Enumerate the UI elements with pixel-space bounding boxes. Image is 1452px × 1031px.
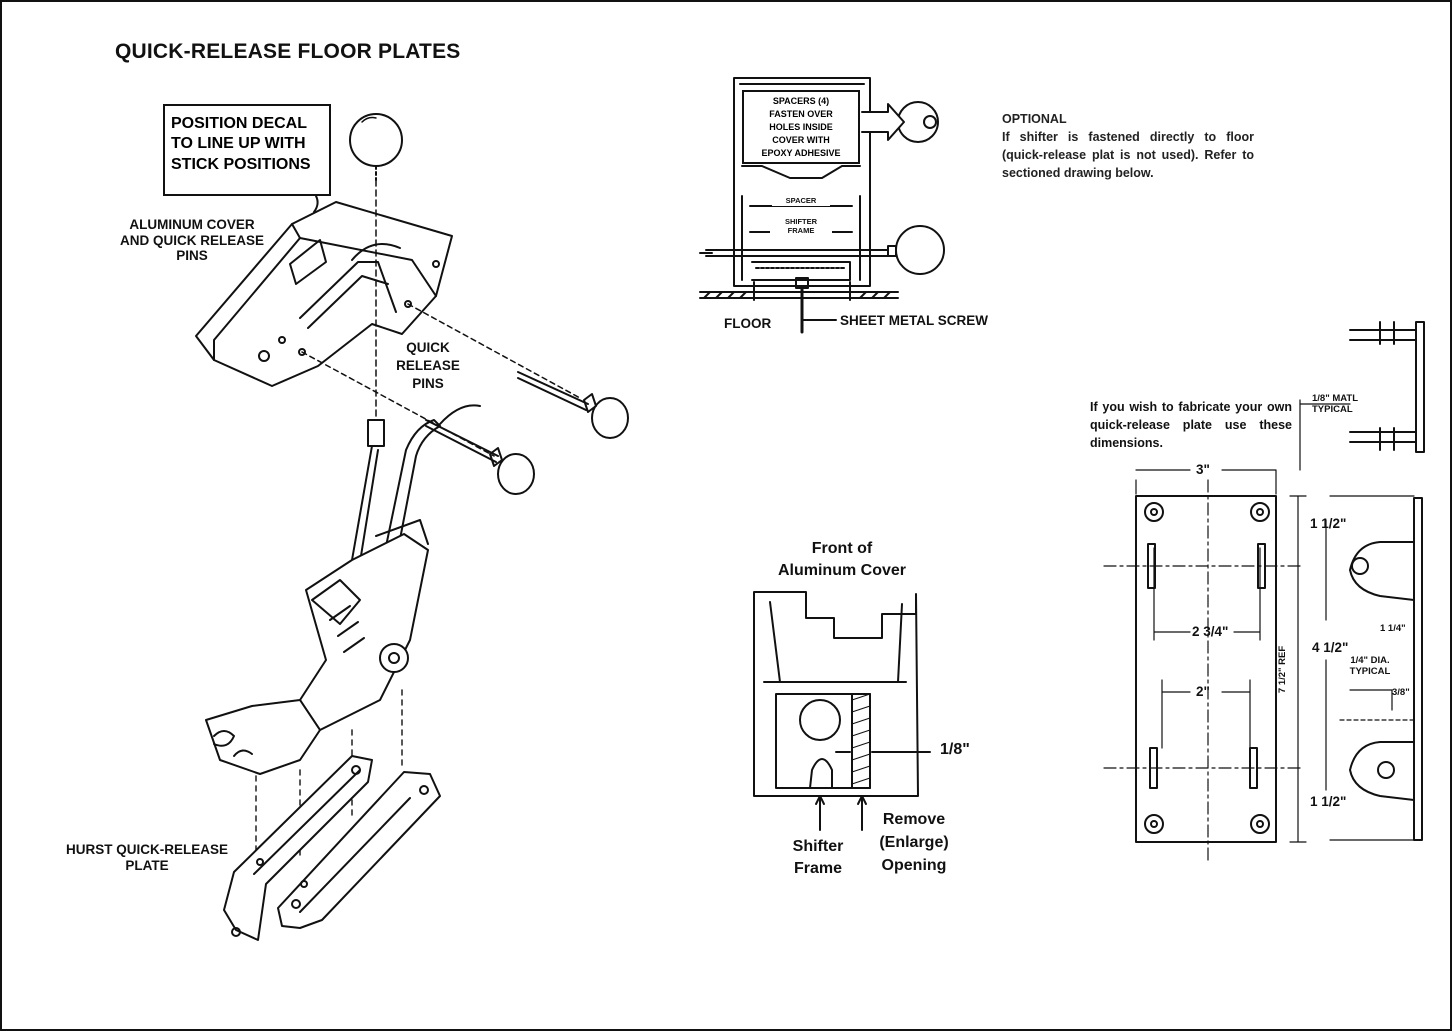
- dim-inner-width-lower: 2": [1196, 684, 1210, 699]
- hatch: [851, 693, 871, 785]
- center-lines: [1103, 479, 1301, 861]
- dim-overall-height: 7 1/2" REF: [1277, 645, 1289, 694]
- aluminum-cover: [195, 195, 453, 387]
- dim-hole-offset: 1 1/4": [1380, 623, 1406, 634]
- fabrication-note: If you wish to fabricate your own quick-…: [1090, 400, 1292, 451]
- optional-text: If shifter is fastened directly to floor…: [1002, 130, 1254, 181]
- quick-release-pin-lower: [301, 351, 535, 495]
- optional-heading: OPTIONAL: [1002, 112, 1067, 126]
- sheet-metal-screw-label: SHEET METAL SCREW: [840, 313, 989, 328]
- plate-top-view: [1103, 469, 1327, 861]
- dim-bottom-offset: 1 1/2": [1310, 794, 1347, 809]
- quick-release-pins-label: QUICK RELEASE PINS: [396, 340, 460, 391]
- spacer-label: SPACER: [772, 196, 830, 206]
- position-decal-callout: POSITION DECAL TO LINE UP WITH STICK POS…: [163, 104, 331, 196]
- hurst-quick-release-plate: [223, 755, 441, 941]
- spacers-note-box: SPACERS (4) FASTEN OVER HOLES INSIDE COV…: [742, 90, 860, 164]
- shifter-frame-label: Shifter Frame: [792, 838, 844, 878]
- dim-middle-span: 4 1/2": [1312, 640, 1349, 655]
- remove-opening-label: Remove (Enlarge) Opening: [879, 811, 949, 875]
- dim-top-offset: 1 1/2": [1310, 516, 1347, 531]
- dim-inner-width: 2 3/4": [1192, 624, 1229, 639]
- shifter-frame-section-label: SHIFTER FRAME: [770, 217, 832, 236]
- shifter-knob: [349, 113, 403, 181]
- spacers-note-text: SPACERS (4) FASTEN OVER HOLES INSIDE COV…: [761, 96, 841, 159]
- dim-small: 3/8": [1392, 687, 1410, 698]
- gap-dimension: 1/8": [940, 741, 970, 758]
- floor-label: FLOOR: [724, 316, 772, 331]
- optional-note: OPTIONAL If shifter is fastened directly…: [1002, 110, 1254, 183]
- plate-side-view: [1299, 321, 1425, 471]
- plate-section-view: [1329, 495, 1423, 841]
- front-cover-view: [753, 591, 931, 831]
- shifter-mechanism: [205, 179, 441, 775]
- quick-release-pin-upper: [407, 303, 629, 439]
- page-title: QUICK-RELEASE FLOOR PLATES: [115, 40, 461, 63]
- sectioned-drawing: [699, 77, 945, 334]
- material-label: 1/8" MATL TYPICAL: [1312, 393, 1359, 415]
- position-decal-text: POSITION DECAL TO LINE UP WITH STICK POS…: [171, 115, 311, 173]
- dimension-lines: [1135, 469, 1327, 843]
- front-cover-title: Front of Aluminum Cover: [777, 540, 906, 580]
- dim-hole-dia: 1/4" DIA. TYPICAL: [1349, 655, 1391, 677]
- hurst-plate-label: HURST QUICK-RELEASE PLATE: [65, 842, 228, 873]
- aluminum-cover-label: ALUMINUM COVER AND QUICK RELEASE PINS: [119, 217, 264, 264]
- dim-width-top: 3": [1196, 462, 1210, 477]
